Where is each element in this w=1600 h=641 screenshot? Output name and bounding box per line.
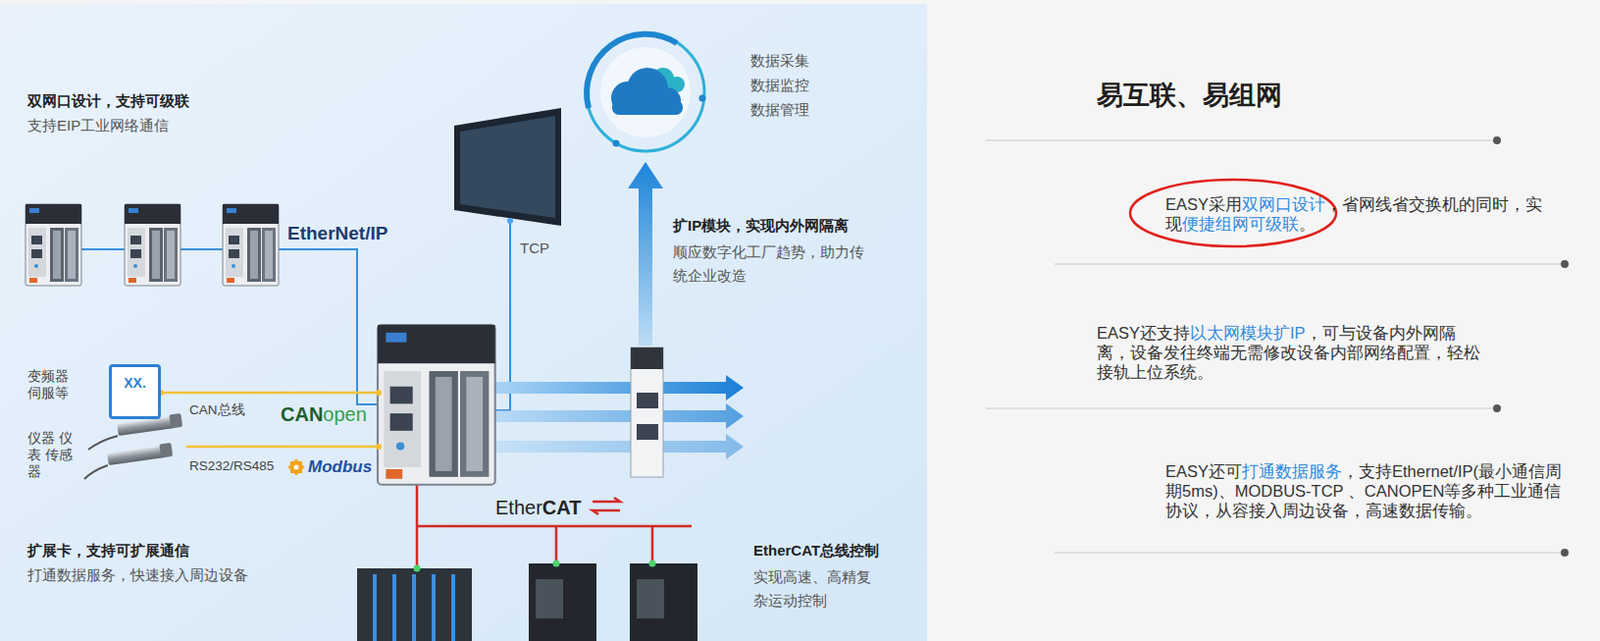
wire-dot [375, 443, 382, 450]
feature-heading: 双网口设计，支持可级联 [27, 91, 190, 111]
paragraph-text: EASY还可 [1165, 462, 1242, 480]
cloud-disc [600, 47, 691, 138]
monitor-frame [454, 107, 562, 226]
sensor-cable [84, 464, 108, 479]
servo-drive [629, 563, 698, 641]
io-strip [412, 573, 416, 641]
servo-panel [636, 578, 665, 619]
feature-heading: 扩展卡，支持可扩展通信 [27, 540, 190, 561]
logo-part: CAN [280, 403, 323, 425]
ring-dot [613, 140, 620, 148]
upload-arrow [627, 161, 664, 346]
highlight-circle [1130, 179, 1337, 247]
feature-note: 支持EIP工业网络通信 [27, 115, 169, 136]
servo-panel [535, 578, 564, 619]
highlight-text: 打通数据服务 [1241, 462, 1342, 480]
device-label: 变频器 伺服等 [27, 367, 73, 402]
logo-part: CAT [542, 496, 582, 518]
display-box: XX. [108, 363, 161, 419]
io-strip [431, 573, 436, 641]
sensor-head [168, 412, 183, 429]
feature-heading: 扩IP模块，实现内外网隔离 [672, 215, 849, 236]
highlight-text: 以太网模块扩IP [1189, 323, 1306, 342]
highlight-text: 便捷组网可级联 [1182, 214, 1299, 233]
data-arrow [495, 374, 744, 401]
cloud-shape [612, 100, 683, 115]
data-arrow [495, 433, 744, 460]
link-dot [649, 560, 657, 568]
wire-label: RS232/RS485 [189, 457, 274, 475]
divider-dot [1493, 404, 1501, 413]
plc-module [25, 204, 82, 286]
servo-drive [528, 563, 597, 641]
wire-dot [375, 389, 382, 396]
divider-dot [1560, 548, 1569, 557]
network-port [636, 392, 659, 409]
left-panel [0, 3, 928, 641]
modbus-mark [288, 459, 306, 476]
wire-label: TCP [519, 238, 550, 259]
link-dot [413, 565, 421, 572]
modbus-mark [294, 464, 300, 470]
paragraph-text: 。 [1298, 214, 1316, 233]
feature-paragraph: EASY还支持以太网模块扩IP，可与设备内外网隔离，设备发往终端无需修改设备内部… [1096, 322, 1483, 382]
protocol-logo: Modbus [308, 456, 372, 478]
monitor-screen [460, 115, 556, 218]
io-strip [372, 573, 377, 641]
display-text: XX. [123, 374, 147, 391]
ring-dot [699, 95, 707, 103]
sensor-head [158, 442, 173, 459]
ip-module [630, 347, 664, 477]
ethercat-logo: EtherCAT [495, 495, 581, 519]
device-label: 仪器 仪表 传感器 [27, 429, 73, 480]
wire-label: CAN总线 [189, 401, 246, 419]
controller [377, 324, 496, 485]
network-port [636, 423, 659, 440]
data-arrow [495, 403, 744, 429]
canopen-logo: CANopen [280, 402, 367, 426]
io-strip [451, 573, 456, 641]
sensor [106, 445, 165, 465]
paragraph-text: EASY还支持 [1096, 323, 1190, 342]
feature-heading: EtherCAT总线控制 [753, 540, 879, 561]
divider-dot [1560, 259, 1569, 268]
feature-paragraph: EASY还可打通数据服务，支持Ethernet/IP(最小通信周期5ms)、MO… [1165, 461, 1563, 520]
right-panel [927, 0, 1600, 641]
feature-note: 顺应数字化工厂趋势，助力传统企业改造 [672, 240, 872, 288]
protocol-logo: EtherNet/IP [287, 221, 388, 247]
logo-part: open [322, 403, 367, 425]
cloud-ring [586, 33, 705, 152]
logo-part: Ether [495, 496, 543, 518]
plc-module [222, 204, 279, 286]
plc-module [124, 204, 181, 286]
cloud-function: 数据管理 [750, 100, 810, 120]
cloud-function: 数据监控 [750, 75, 810, 96]
rs485-wire [186, 445, 393, 449]
feature-paragraph: EASY采用双网口设计，省网线省交换机的同时，实现便捷组网可级联。 [1165, 194, 1556, 234]
wire-dot [507, 217, 514, 224]
can-wire [160, 391, 393, 395]
divider-dot [1493, 136, 1501, 145]
cloud-function: 数据采集 [750, 51, 810, 71]
io-rack [357, 567, 472, 641]
ip-module-top [630, 347, 664, 369]
ethercat-bus [416, 484, 692, 567]
highlight-text: 双网口设计 [1241, 195, 1326, 213]
ethercat-mark [592, 497, 620, 515]
divider-line [985, 140, 1565, 553]
page-title: 易互联、易组网 [1096, 78, 1283, 113]
sensor-cable [88, 435, 118, 450]
feature-note: 实现高速、高精复杂运动控制 [753, 565, 883, 613]
link-dot [553, 560, 561, 568]
io-strip [392, 573, 397, 641]
paragraph-text: EASY采用 [1165, 195, 1242, 213]
feature-note: 打通数据服务，快速接入周边设备 [27, 565, 249, 585]
